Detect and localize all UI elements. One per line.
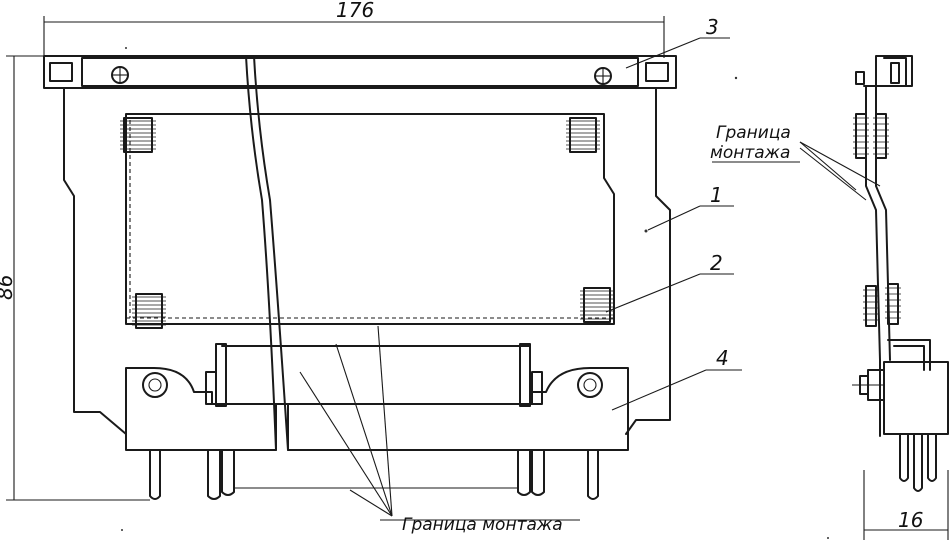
mounting-screw-left [112,67,128,83]
callout-board: 1 [648,183,734,230]
connector-rods [206,344,542,406]
side-connector [852,362,948,434]
dimension-width-label: 176 [336,0,374,22]
side-pins [900,434,936,491]
mount-boundary-label-bottom: Граница монтажа [402,515,563,535]
callout-board-label: 1 [710,183,723,207]
chip-top-left [120,118,156,152]
dimension-width: 176 [44,0,664,58]
chip-top-right [566,118,600,152]
callout-connector: 4 [612,346,742,410]
connector-pins [150,450,598,499]
mount-boundary-callout-bottom: Граница монтажа [300,326,580,535]
mount-boundary-label-side-line2: монтажа [710,143,790,163]
board-outline [64,88,670,434]
side-chips [853,114,901,326]
mount-boundary-label-side-line1: Граница [716,123,791,143]
side-view [852,56,948,491]
dimension-depth-label: 16 [898,508,923,532]
mounting-screw-right [595,68,611,84]
connector-screw-left [143,373,167,397]
callout-chip: 2 [606,251,734,312]
callout-connector-label: 4 [716,346,729,370]
callout-chip-label: 2 [710,251,723,275]
dimension-height-label: 86 [0,275,17,300]
mount-boundary-callout-side: Граница монтажа [710,123,880,200]
front-view [44,56,676,499]
callout-top-bar: 3 [626,15,730,68]
mount-boundary-line-front [126,120,614,318]
chip-bottom-right [580,288,614,322]
side-bracket-wire [888,340,930,370]
chip-bottom-left [132,294,166,328]
callout-top-bar-label: 3 [706,15,719,39]
side-top-bracket [864,56,912,86]
top-bar [44,56,676,88]
dimension-depth: 16 [864,470,948,540]
break-lines [246,56,288,450]
dimension-height: 86 [0,56,150,500]
connector-block [126,344,628,450]
connector-screw-right [578,373,602,397]
component-area [126,114,614,324]
scan-specks [121,47,829,539]
